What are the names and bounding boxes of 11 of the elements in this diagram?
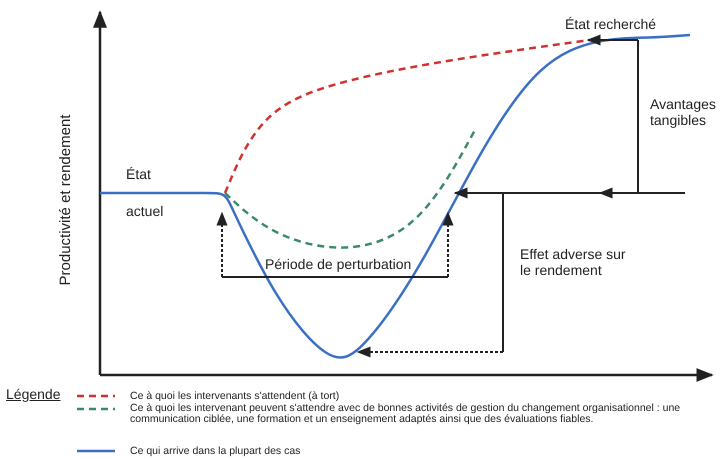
state-label: État bbox=[126, 166, 151, 182]
axis-title: Productivité et rendement bbox=[58, 114, 74, 286]
annotation-label: Effet adverse sur le rendement bbox=[520, 246, 627, 278]
legend-text: Ce à quoi les intervenant peuvent s'attendre avec de bonnes activités de gestion du changement organisationnel : une communication ciblée, une formation et un enseignement adaptés ainsi que des évaluations fiables. bbox=[130, 403, 682, 425]
annotation-label: Période de perturbation bbox=[265, 256, 412, 272]
state-label: État recherché bbox=[565, 16, 656, 32]
legend-text: Ce à quoi les intervenants s'attendent (à tort) bbox=[130, 391, 340, 402]
annotation-label: Avantages tangibles bbox=[650, 96, 717, 128]
state-label: actuel bbox=[126, 203, 164, 219]
legend-text: Ce qui arrive dans la plupart des cas bbox=[130, 446, 302, 457]
legend-title: Légende bbox=[6, 386, 61, 402]
